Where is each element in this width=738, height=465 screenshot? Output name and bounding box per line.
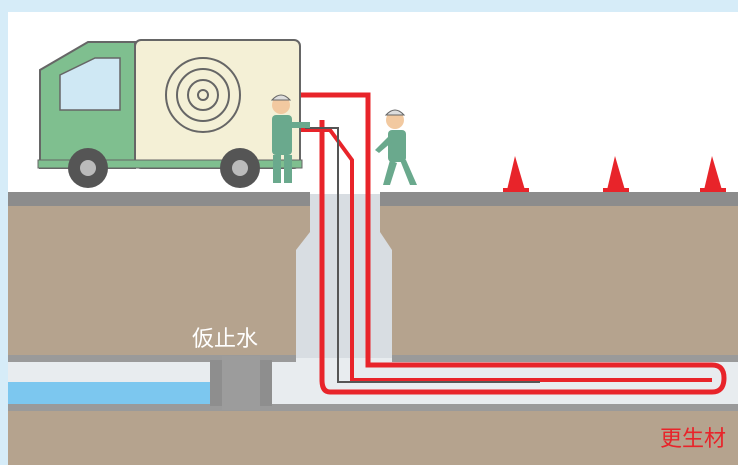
water-flow — [8, 382, 218, 404]
road-surface-right — [380, 192, 738, 206]
road-surface-left — [8, 192, 310, 206]
liner-hose-gray — [305, 127, 540, 383]
traffic-cone-icon — [603, 156, 629, 192]
liner-hose-red-inner — [300, 128, 712, 382]
pipe-bottom-wall — [8, 404, 738, 411]
label-temporary-stop-water: 仮止水 — [192, 327, 258, 352]
hose-reel-icon — [165, 57, 241, 133]
water-stop-plug-icon — [210, 356, 272, 410]
pipe-top-wall — [8, 355, 296, 362]
worker-icon — [270, 94, 310, 183]
traffic-cone-icon — [700, 156, 726, 192]
pipe-top-wall-right — [392, 355, 738, 362]
traffic-cone-icon — [503, 156, 529, 192]
liner-hose-red-outer — [300, 92, 727, 395]
manhole-shaft — [296, 194, 392, 365]
label-rehab-material: 更生材 — [660, 427, 726, 452]
truck-icon — [37, 39, 303, 188]
worker-icon — [375, 109, 417, 185]
